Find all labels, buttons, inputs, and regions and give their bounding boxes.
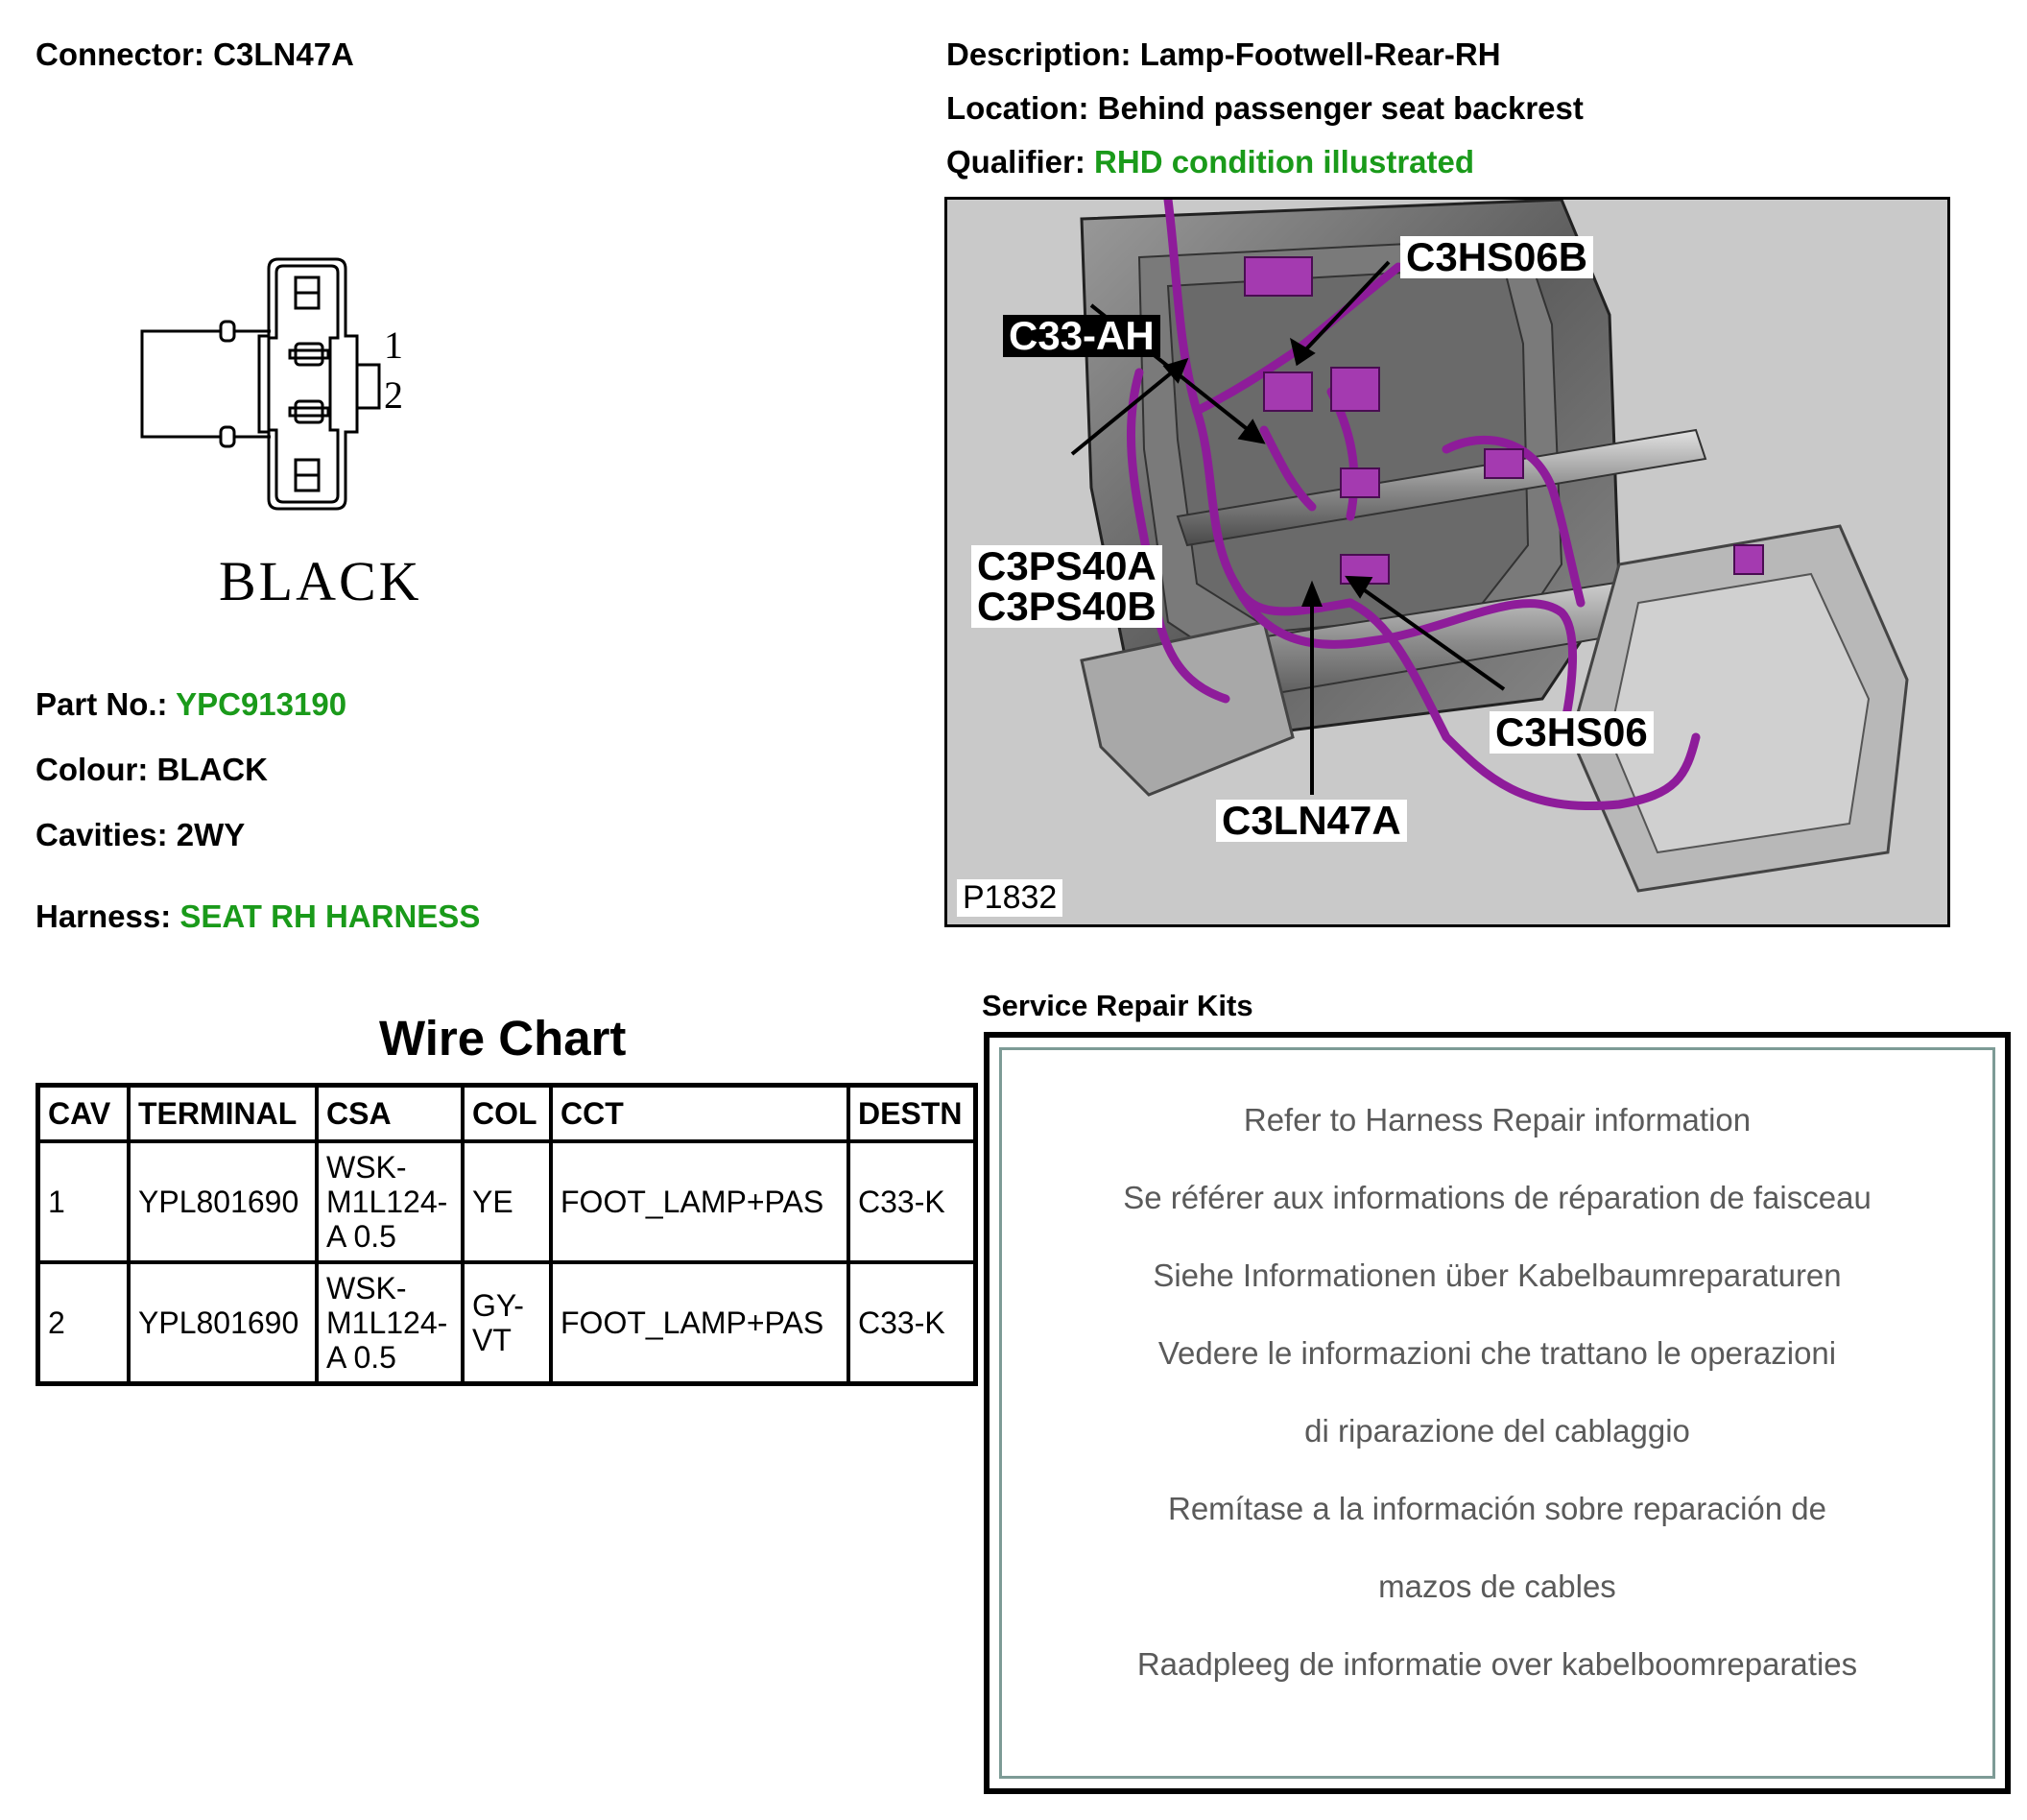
picture-reference: P1832 — [957, 879, 1063, 917]
part-no-line: Part No.: YPC913190 — [36, 686, 346, 723]
qualifier-label: Qualifier: — [946, 144, 1085, 180]
description-label: Description: — [946, 36, 1132, 72]
service-repair-kits-box: Refer to Harness Repair information Se r… — [984, 1032, 2011, 1794]
col-line: GY- — [472, 1288, 524, 1323]
harness-value: SEAT RH HARNESS — [179, 898, 481, 934]
table-row: 1 YPL801690 WSK- M1L124- A 0.5 YE FOOT_L… — [36, 1139, 978, 1264]
pin-1-label: 1 — [384, 323, 403, 367]
callout-c33-ah: C33-AH — [1003, 315, 1160, 357]
connector-label: Connector: — [36, 36, 204, 72]
connector-face-diagram: 1 2 — [140, 257, 403, 511]
connector-line: Connector: C3LN47A — [36, 36, 354, 73]
terminal-cell: YPL801690 — [127, 1139, 319, 1264]
col-line: YE — [472, 1185, 513, 1219]
cavities-label: Cavities: — [36, 817, 168, 852]
csa-line: A 0.5 — [326, 1340, 396, 1375]
wire-chart-title: Wire Chart — [379, 1011, 627, 1066]
srk-line-es-2: mazos de cables — [1378, 1569, 1616, 1604]
csa-line: WSK- — [326, 1271, 407, 1305]
col-cell: GY- VT — [461, 1260, 553, 1386]
column-header-col: COL — [461, 1083, 553, 1143]
column-header-terminal: TERMINAL — [127, 1083, 319, 1143]
cct-cell: FOOT_LAMP+PAS — [549, 1139, 850, 1264]
callout-c3ps40b: C3PS40B — [971, 586, 1162, 628]
description-line: Description: Lamp-Footwell-Rear-RH — [946, 36, 1501, 73]
location-illustration: C3HS06B C33-AH C3PS40A C3PS40B C3HS06 C3… — [944, 197, 1950, 927]
callout-c3hs06b: C3HS06B — [1400, 236, 1594, 278]
cav-cell: 1 — [36, 1139, 131, 1264]
column-header-csa: CSA — [315, 1083, 465, 1143]
csa-line: M1L124- — [326, 1185, 448, 1219]
csa-line: WSK- — [326, 1150, 407, 1185]
destn-cell: C33-K — [847, 1139, 978, 1264]
service-repair-kits-title: Service Repair Kits — [982, 989, 1253, 1022]
col-line: VT — [472, 1323, 512, 1357]
harness-line: Harness: SEAT RH HARNESS — [36, 898, 480, 935]
cavities-value: 2WY — [176, 817, 246, 852]
callout-c3ln47a: C3LN47A — [1216, 800, 1407, 842]
csa-cell: WSK- M1L124- A 0.5 — [315, 1139, 465, 1264]
column-header-cav: CAV — [36, 1083, 131, 1143]
destn-cell: C33-K — [847, 1260, 978, 1386]
terminal-cell: YPL801690 — [127, 1260, 319, 1386]
colour-label: Colour: — [36, 752, 149, 787]
srk-line-es-1: Remítase a la información sobre reparaci… — [1167, 1491, 1827, 1526]
srk-line-en: Refer to Harness Repair information — [1243, 1102, 1752, 1138]
table-row: 2 YPL801690 WSK- M1L124- A 0.5 GY- VT FO… — [36, 1260, 978, 1386]
harness-label: Harness: — [36, 898, 172, 934]
table-header-row: CAV TERMINAL CSA COL CCT DESTN — [36, 1083, 978, 1143]
column-header-cct: CCT — [549, 1083, 850, 1143]
srk-line-de: Siehe Informationen über Kabelbaumrepara… — [1153, 1257, 1842, 1293]
qualifier-line: Qualifier: RHD condition illustrated — [946, 144, 1474, 180]
wire-chart-table: CAV TERMINAL CSA COL CCT DESTN 1 YPL8016… — [36, 1083, 978, 1386]
cav-cell: 2 — [36, 1260, 131, 1386]
column-header-destn: DESTN — [847, 1083, 978, 1143]
description-value: Lamp-Footwell-Rear-RH — [1139, 36, 1501, 72]
colour-value: BLACK — [156, 752, 268, 787]
cavities-line: Cavities: 2WY — [36, 817, 245, 853]
callout-c3ps40a: C3PS40A — [971, 545, 1162, 587]
srk-line-it-2: di riparazione del cablaggio — [1304, 1413, 1690, 1449]
connector-colour-caption: BLACK — [219, 550, 422, 612]
callout-c3hs06: C3HS06 — [1490, 711, 1654, 754]
location-label: Location: — [946, 90, 1089, 126]
srk-line-it-1: Vedere le informazioni che trattano le o… — [1157, 1335, 1837, 1371]
part-no-label: Part No.: — [36, 686, 168, 722]
srk-line-fr: Se référer aux informations de réparatio… — [1123, 1180, 1872, 1215]
csa-line: M1L124- — [326, 1305, 448, 1340]
service-repair-kits-inner: Refer to Harness Repair information Se r… — [999, 1047, 1995, 1779]
colour-line: Colour: BLACK — [36, 752, 268, 788]
seat-harness-illustration — [1070, 200, 1909, 893]
qualifier-value: RHD condition illustrated — [1094, 144, 1475, 180]
pin-2-label: 2 — [384, 373, 403, 417]
srk-line-nl: Raadpleeg de informatie over kabelboomre… — [1136, 1646, 1858, 1682]
cct-cell: FOOT_LAMP+PAS — [549, 1260, 850, 1386]
col-cell: YE — [461, 1139, 553, 1264]
location-line: Location: Behind passenger seat backrest — [946, 90, 1584, 127]
csa-line: A 0.5 — [326, 1219, 396, 1254]
part-no-value: YPC913190 — [176, 686, 347, 722]
location-value: Behind passenger seat backrest — [1097, 90, 1584, 126]
connector-value: C3LN47A — [213, 36, 354, 72]
csa-cell: WSK- M1L124- A 0.5 — [315, 1260, 465, 1386]
